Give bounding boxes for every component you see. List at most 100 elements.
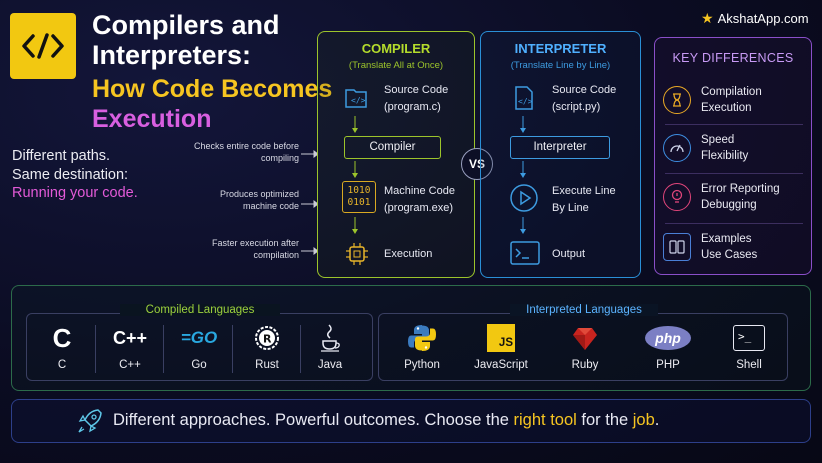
interpreter-arrow-1 (520, 116, 526, 133)
compiler-machine-label1: Machine Code (384, 185, 455, 197)
lang-rust-label: Rust (255, 359, 279, 371)
lang-c-label: C (57, 359, 67, 371)
interpreter-title: INTERPRETER (514, 41, 607, 56)
play-icon (509, 183, 539, 218)
footer-part2: for the (576, 411, 633, 429)
diff-2-line2: Flexibility (701, 150, 749, 162)
diff-3-line1: Error Reporting (701, 183, 780, 195)
compiled-languages-title: Compiled Languages (120, 304, 280, 316)
lang-php[interactable]: php PHP (634, 322, 702, 371)
lang-python-label: Python (404, 359, 440, 371)
key-differences-title: KEY DIFFERENCES (672, 51, 794, 65)
compiler-arrow-1 (352, 116, 358, 133)
interpreter-output-label: Output (552, 248, 586, 260)
c-logo-icon: C (52, 322, 72, 353)
footer-highlight-right-tool: right tool (513, 411, 577, 429)
lang-go-label: Go (191, 359, 207, 371)
lang-rust[interactable]: R Rust (233, 322, 301, 371)
go-logo-icon: =GO (180, 328, 218, 347)
diff-4-line2: Use Cases (701, 249, 758, 261)
lang-java[interactable]: Java (296, 322, 364, 371)
lang-separator (163, 325, 164, 373)
compiler-source-label2: (program.c) (384, 101, 441, 113)
interpreter-exec-label1: Execute Line (552, 185, 616, 197)
script-file-icon: </> (512, 85, 536, 116)
lang-cpp[interactable]: C++ C++ (96, 322, 164, 372)
rust-logo-icon: R (233, 322, 301, 354)
diff-1-line2: Execution (701, 102, 752, 114)
lang-ruby[interactable]: Ruby (551, 322, 619, 371)
device-icon (663, 233, 691, 261)
diff-separator (665, 124, 803, 125)
footer-banner (11, 399, 811, 443)
compiler-subtitle: (Translate All at Once) (348, 60, 444, 71)
brand-text: AkshatApp.com (717, 11, 809, 26)
svg-text:R: R (263, 333, 272, 346)
tagline-line1: Different paths. (12, 148, 111, 164)
compiler-title: COMPILER (361, 41, 431, 56)
cpp-logo-icon: C++ (112, 327, 148, 348)
lang-separator (300, 325, 301, 373)
code-logo-icon (10, 13, 76, 79)
footer-highlight-job: job (632, 411, 655, 429)
source-code-icon: </> (343, 86, 369, 115)
lang-javascript-label: JavaScript (474, 359, 528, 371)
diff-separator (665, 223, 803, 224)
diff-3-line2: Debugging (701, 199, 757, 211)
note-checks-code: Checks entire code before compiling (193, 141, 299, 163)
compiler-machine-label2: (program.exe) (384, 202, 454, 214)
page-title-line3: How Code Becomes (92, 75, 333, 103)
interpreter-arrow-3 (520, 217, 526, 234)
compiler-step-box: Compiler (344, 136, 441, 159)
php-logo-icon: php (634, 322, 702, 354)
interpreter-arrow-2 (520, 161, 526, 178)
lang-python[interactable]: Python (388, 322, 456, 371)
diff-1-line1: Compilation (701, 86, 762, 98)
compiler-arrow-2 (352, 161, 358, 178)
svg-text:</>: </> (518, 97, 533, 106)
diff-4-line1: Examples (701, 233, 752, 245)
javascript-logo-icon: JS (467, 322, 535, 354)
lang-separator (232, 325, 233, 373)
tagline-line2: Same destination: (12, 167, 129, 183)
interpreter-exec-label2: By Line (552, 202, 589, 214)
lang-javascript[interactable]: JS JavaScript (467, 322, 535, 371)
compiler-arrow-3 (352, 217, 358, 234)
ruby-gem-icon (551, 322, 619, 354)
interpreter-step-box: Interpreter (510, 136, 610, 159)
rocket-icon (76, 407, 104, 440)
hourglass-icon (663, 86, 691, 114)
vs-badge: VS (461, 148, 493, 180)
lang-separator (95, 325, 96, 373)
java-cup-icon (296, 322, 364, 354)
note-faster: Faster execution after compilation (211, 238, 299, 260)
interpreter-panel: INTERPRETER (Translate Line by Line) (480, 31, 641, 278)
lightbulb-icon (663, 183, 691, 211)
note-optimized: Produces optimized machine code (219, 189, 299, 211)
terminal-icon (510, 240, 540, 271)
lang-cpp-label: C++ (119, 359, 141, 371)
interpreter-subtitle: (Translate Line by Line) (510, 60, 611, 71)
brand-label[interactable]: ★ AkshatApp.com (701, 10, 809, 27)
lang-shell-label: Shell (736, 359, 762, 371)
page-title-line2: Interpreters: (92, 40, 252, 70)
lang-c[interactable]: C C (28, 322, 96, 372)
footer-message: Different approaches. Powerful outcomes.… (113, 411, 659, 430)
page-title-line1: Compilers and (92, 10, 280, 40)
lang-php-label: PHP (656, 359, 680, 371)
binary-icon: 1010 0101 (342, 181, 376, 213)
diff-2-line1: Speed (701, 134, 735, 146)
diff-separator (665, 173, 803, 174)
page-title-line4: Execution (92, 105, 212, 133)
footer-part1: Different approaches. Powerful outcomes.… (113, 411, 514, 429)
lang-java-label: Java (317, 359, 343, 371)
lang-ruby-label: Ruby (571, 359, 599, 371)
lang-go[interactable]: =GO Go (165, 322, 233, 371)
compiler-source-label1: Source Code (384, 84, 449, 96)
lang-shell[interactable]: >_ Shell (715, 322, 783, 371)
